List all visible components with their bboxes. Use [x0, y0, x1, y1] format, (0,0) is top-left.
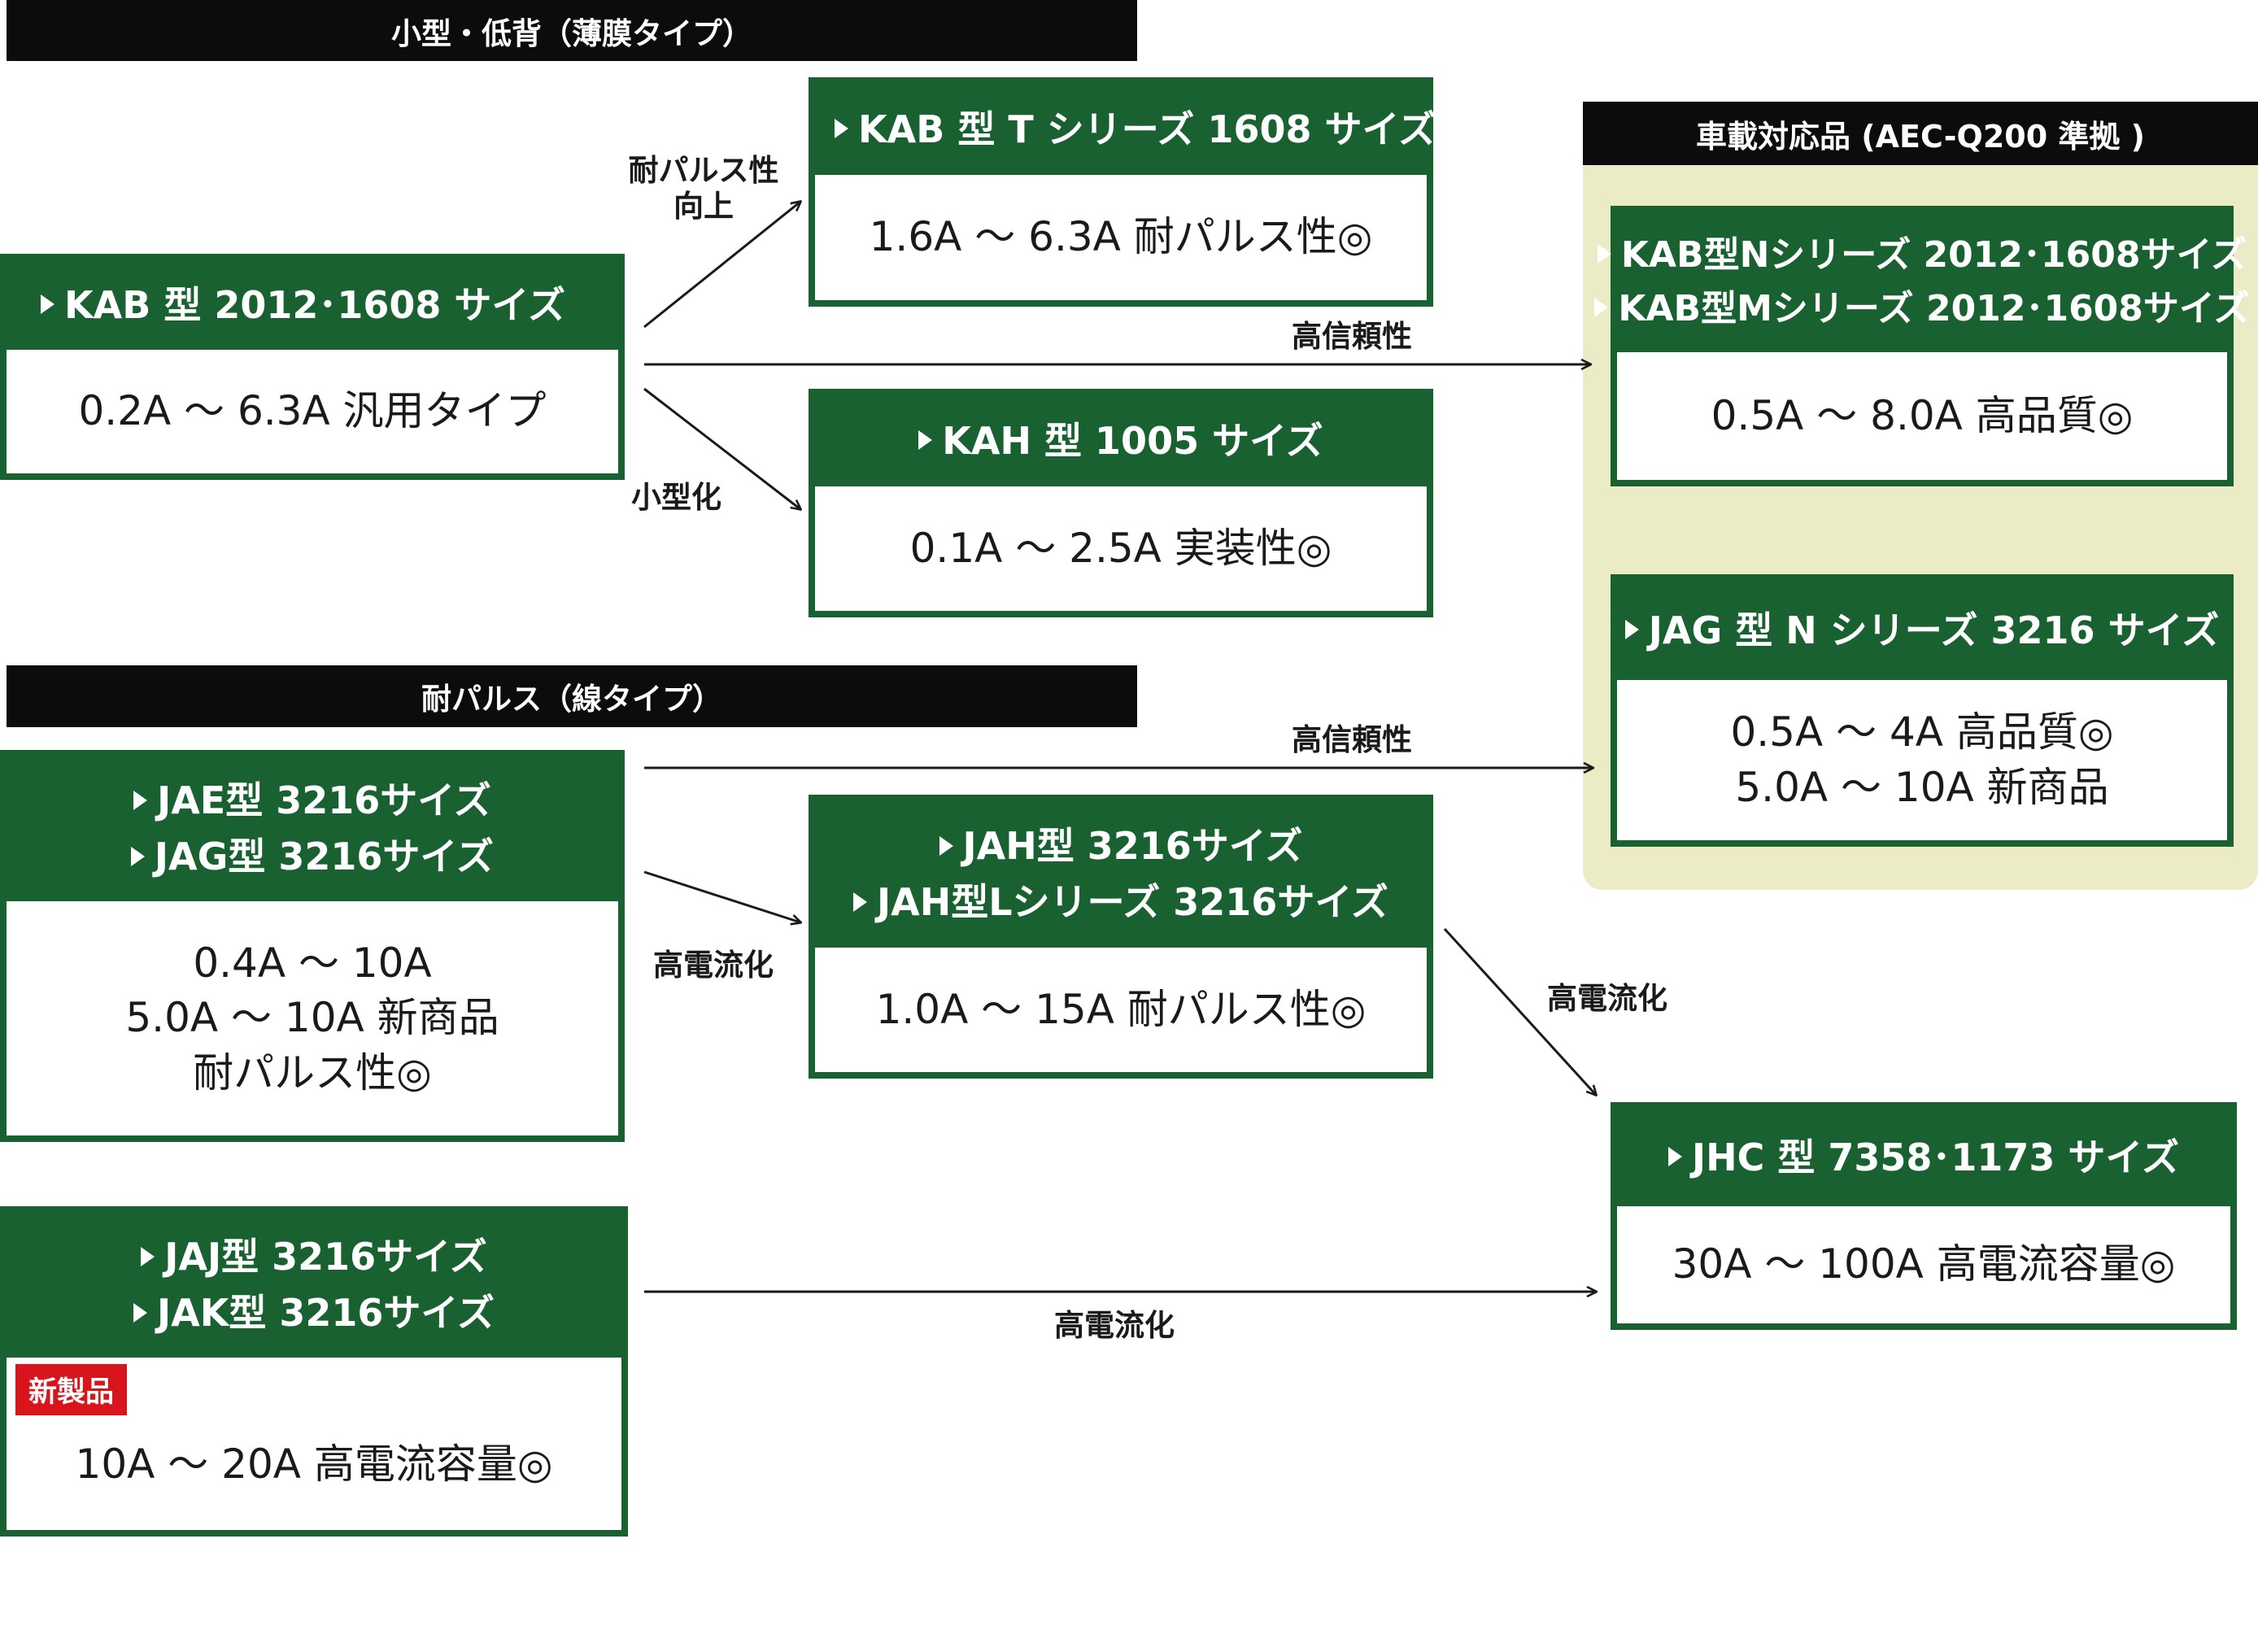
box-jhc-header-line: JHC 型 7358･1173 サイズ	[1667, 1130, 2180, 1186]
box-kah-body: 0.1A ～ 2.5A 実装性◎	[815, 486, 1427, 611]
box-kab-t: KAB 型 T シリーズ 1608 サイズ 1.6A ～ 6.3A 耐パルス性◎	[809, 77, 1436, 307]
box-jaj-jak-header-line2: JAK型 3216サイズ	[133, 1285, 495, 1341]
triangle-bullet-icon	[939, 835, 953, 856]
box-kah-header-line: KAH 型 1005 サイズ	[918, 413, 1323, 469]
box-jaj-jak-body: 新製品 10A ～ 20A 高電流容量◎	[7, 1358, 621, 1530]
box-jag-n-title: JAG 型 N シリーズ 3216 サイズ	[1648, 608, 2220, 652]
box-jaj-jak: JAJ型 3216サイズ JAK型 3216サイズ 新製品 10A ～ 20A …	[0, 1206, 628, 1536]
box-jaj-jak-spec: 10A ～ 20A 高電流容量◎	[75, 1441, 553, 1489]
label-high-current-3: 高電流化	[1054, 1308, 1175, 1343]
triangle-bullet-icon	[1667, 1147, 1682, 1166]
box-kab-t-header: KAB 型 T シリーズ 1608 サイズ	[815, 84, 1436, 175]
box-kab-t-header-line: KAB 型 T シリーズ 1608 サイズ	[835, 102, 1436, 158]
box-jae-jag-spec-2: 5.0A ～ 10A 新商品	[125, 994, 499, 1042]
box-kab-header: KAB 型 2012･1608 サイズ	[7, 260, 618, 350]
label-pulse-up-line1: 耐パルス性	[628, 153, 779, 188]
box-kab-body: 0.2A ～ 6.3A 汎用タイプ	[7, 350, 618, 473]
triangle-bullet-icon	[1624, 620, 1639, 639]
triangle-bullet-icon	[835, 119, 848, 138]
box-jah-title: JAH型 3216サイズ	[962, 824, 1303, 868]
box-jag-n-spec-1: 0.5A ～ 4A 高品質◎	[1730, 708, 2114, 756]
box-jah-header-line1: JAH型 3216サイズ	[939, 818, 1303, 874]
triangle-bullet-icon	[133, 1302, 147, 1323]
box-kab-spec: 0.2A ～ 6.3A 汎用タイプ	[78, 387, 547, 435]
box-kab-nm-spec: 0.5A ～ 8.0A 高品質◎	[1711, 391, 2134, 439]
label-high-current-1: 高電流化	[653, 948, 774, 983]
box-kab-nm-header: KAB型Nシリーズ 2012･1608サイズ KAB型Mシリーズ 2012･16…	[1594, 212, 2250, 352]
box-jah-body: 1.0A ～ 15A 耐パルス性◎	[815, 948, 1427, 1072]
thin-film-section-banner: 小型・低背（薄膜タイプ）	[7, 0, 1137, 61]
box-kab-nm-title-m: KAB型Mシリーズ 2012･1608サイズ	[1618, 288, 2250, 329]
label-pulse-up-line2: 向上	[673, 188, 734, 224]
box-jae-title: JAE型 3216サイズ	[157, 778, 491, 822]
box-jak-title: JAK型 3216サイズ	[156, 1291, 495, 1335]
box-kab-nm-header-line2: KAB型Mシリーズ 2012･1608サイズ	[1594, 282, 2250, 336]
box-kab-nm-title-n: KAB型Nシリーズ 2012･1608サイズ	[1620, 234, 2247, 276]
triangle-bullet-icon	[141, 1246, 155, 1266]
label-reliability-1: 高信頼性	[1292, 319, 1412, 354]
automotive-section-banner: 車載対応品 (AEC-Q200 準拠 )	[1583, 102, 2258, 165]
box-jae-jag: JAE型 3216サイズ JAG型 3216サイズ 0.4A ～ 10A 5.0…	[0, 750, 625, 1142]
box-kah-header: KAH 型 1005 サイズ	[815, 395, 1427, 486]
triangle-bullet-icon	[1597, 244, 1611, 264]
box-kah-spec: 0.1A ～ 2.5A 実装性◎	[909, 524, 1332, 572]
box-jaj-title: JAJ型 3216サイズ	[164, 1235, 487, 1279]
box-jae-jag-spec-1: 0.4A ～ 10A	[193, 939, 432, 987]
box-jag-n-header-line: JAG 型 N シリーズ 3216 サイズ	[1624, 603, 2220, 659]
box-kah-title: KAH 型 1005 サイズ	[942, 418, 1323, 463]
triangle-bullet-icon	[133, 790, 148, 810]
box-kab-t-spec: 1.6A ～ 6.3A 耐パルス性◎	[869, 213, 1373, 261]
box-jae-jag-body: 0.4A ～ 10A 5.0A ～ 10A 新商品 耐パルス性◎	[7, 901, 618, 1135]
box-jag-n-body: 0.5A ～ 4A 高品質◎ 5.0A ～ 10A 新商品	[1617, 680, 2227, 840]
box-kab-t-body: 1.6A ～ 6.3A 耐パルス性◎	[815, 175, 1427, 300]
box-jag-title: JAG型 3216サイズ	[154, 835, 495, 878]
box-jhc-header: JHC 型 7358･1173 サイズ	[1617, 1109, 2230, 1206]
new-product-badge: 新製品	[15, 1364, 128, 1415]
box-jah: JAH型 3216サイズ JAH型Lシリーズ 3216サイズ 1.0A ～ 15…	[809, 795, 1433, 1079]
box-jah-header-line2: JAH型Lシリーズ 3216サイズ	[853, 874, 1388, 931]
triangle-bullet-icon	[41, 294, 54, 314]
arrow-pulse-up	[643, 202, 800, 329]
label-pulse-up: 耐パルス性 向上	[618, 153, 789, 224]
box-jag-n-spec-2: 5.0A ～ 10A 新商品	[1735, 763, 2109, 811]
label-reliability-2: 高信頼性	[1292, 722, 1412, 757]
box-jae-jag-header: JAE型 3216サイズ JAG型 3216サイズ	[7, 756, 618, 901]
box-jhc: JHC 型 7358･1173 サイズ 30A ～ 100A 高電流容量◎	[1611, 1102, 2237, 1330]
box-jah-header: JAH型 3216サイズ JAH型Lシリーズ 3216サイズ	[815, 801, 1427, 948]
triangle-bullet-icon	[130, 846, 145, 866]
box-jae-jag-header-line2: JAG型 3216サイズ	[130, 829, 495, 885]
arrow-high-current-1	[643, 870, 800, 922]
triangle-bullet-icon	[1594, 298, 1609, 317]
arrow-high-current-2	[1443, 927, 1596, 1095]
triangle-bullet-icon	[918, 430, 933, 450]
box-kab-nm-body: 0.5A ～ 8.0A 高品質◎	[1617, 352, 2227, 480]
box-jag-n: JAG 型 N シリーズ 3216 サイズ 0.5A ～ 4A 高品質◎ 5.0…	[1611, 574, 2234, 847]
box-kab-nm-header-line1: KAB型Nシリーズ 2012･1608サイズ	[1597, 229, 2247, 282]
box-jaj-jak-header: JAJ型 3216サイズ JAK型 3216サイズ	[7, 1213, 621, 1358]
box-jhc-body: 30A ～ 100A 高電流容量◎	[1617, 1206, 2230, 1323]
label-high-current-2: 高電流化	[1547, 981, 1667, 1016]
box-jhc-spec: 30A ～ 100A 高電流容量◎	[1672, 1240, 2176, 1288]
box-jhc-title: JHC 型 7358･1173 サイズ	[1691, 1135, 2180, 1179]
arrow-miniaturize	[643, 387, 800, 509]
label-miniaturize: 小型化	[631, 480, 721, 515]
box-kab-header-line: KAB 型 2012･1608 サイズ	[41, 277, 565, 333]
box-jae-jag-header-line1: JAE型 3216サイズ	[133, 773, 491, 829]
box-jaj-jak-header-line1: JAJ型 3216サイズ	[141, 1229, 487, 1285]
box-jah-spec: 1.0A ～ 15A 耐パルス性◎	[875, 985, 1367, 1033]
box-kab-t-title: KAB 型 T シリーズ 1608 サイズ	[858, 107, 1436, 151]
box-kab: KAB 型 2012･1608 サイズ 0.2A ～ 6.3A 汎用タイプ	[0, 254, 625, 480]
box-jag-n-header: JAG 型 N シリーズ 3216 サイズ	[1617, 581, 2227, 680]
wire-section-banner: 耐パルス（線タイプ）	[7, 665, 1137, 727]
box-kab-title: KAB 型 2012･1608 サイズ	[64, 282, 566, 327]
box-jae-jag-spec-3: 耐パルス性◎	[193, 1048, 432, 1096]
box-kab-nm: KAB型Nシリーズ 2012･1608サイズ KAB型Mシリーズ 2012･16…	[1594, 206, 2250, 486]
triangle-bullet-icon	[853, 891, 868, 912]
box-jah-l-title: JAH型Lシリーズ 3216サイズ	[877, 880, 1388, 924]
box-kah: KAH 型 1005 サイズ 0.1A ～ 2.5A 実装性◎	[809, 389, 1433, 617]
